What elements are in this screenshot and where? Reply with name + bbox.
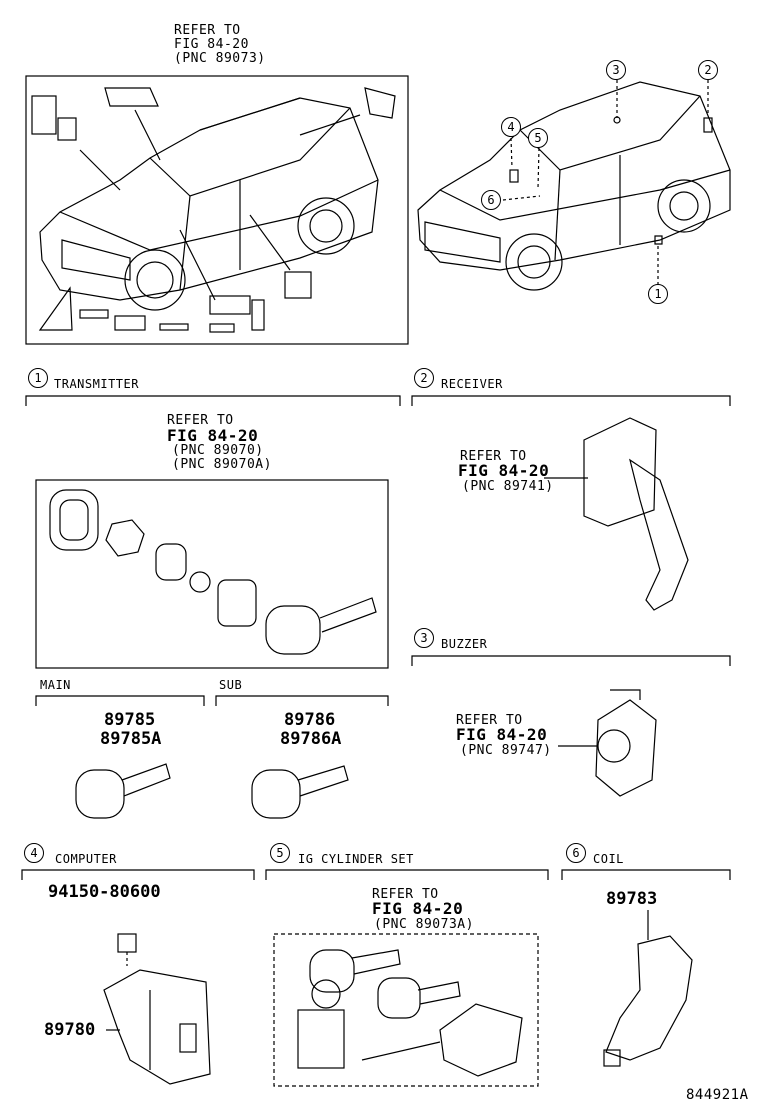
- ig-cylinder-number: 5: [270, 843, 290, 863]
- callout-2: 2: [698, 60, 718, 80]
- coil-bracket: [561, 869, 731, 880]
- buzzer-refer-3: (PNC 89747): [460, 743, 552, 758]
- receiver-number: 2: [414, 368, 434, 388]
- receiver-refer-1: REFER TO: [460, 449, 527, 464]
- buzzer-label: BUZZER: [441, 637, 488, 651]
- sub-key-drawing: [251, 765, 349, 819]
- computer-drawing: [103, 933, 211, 1085]
- transmitter-label: TRANSMITTER: [54, 377, 139, 391]
- callout-4: 4: [501, 117, 521, 137]
- callout-1: 1: [648, 284, 668, 304]
- receiver-refer-2: FIG 84-20: [458, 461, 550, 480]
- sub-label: SUB: [219, 678, 243, 692]
- receiver-refer-3: (PNC 89741): [462, 479, 554, 494]
- vehicle-drawing-left: [31, 87, 396, 333]
- buzzer-refer-1: REFER TO: [456, 713, 523, 728]
- transmitter-parts: [49, 489, 377, 655]
- buzzer-drawing: [558, 689, 657, 797]
- callout-3: 3: [606, 60, 626, 80]
- main-key-drawing: [75, 763, 171, 819]
- buzzer-bracket: [411, 655, 731, 666]
- transmitter-refer-3: (PNC 89070): [172, 443, 264, 458]
- main-label: MAIN: [40, 678, 71, 692]
- coil-drawing: [603, 910, 693, 1067]
- transmitter-frame: [35, 479, 389, 669]
- transmitter-refer-1: REFER TO: [167, 413, 234, 428]
- diagram-id: 844921A: [686, 1087, 749, 1103]
- top-left-refer-line2: FIG 84-20: [174, 37, 249, 52]
- callout-5: 5: [528, 128, 548, 148]
- ig-cylinder-refer-1: REFER TO: [372, 887, 439, 902]
- coil-label: COIL: [593, 852, 624, 866]
- ig-cylinder-drawing: [297, 949, 523, 1077]
- computer-part-2: 89780: [44, 1020, 96, 1040]
- transmitter-bracket: [25, 395, 401, 406]
- sub-bracket: [215, 695, 389, 706]
- ig-cylinder-refer-3: (PNC 89073A): [374, 917, 474, 932]
- top-left-frame: [25, 75, 409, 345]
- receiver-label: RECEIVER: [441, 377, 503, 391]
- transmitter-refer-2: FIG 84-20: [167, 426, 259, 445]
- receiver-bracket: [411, 395, 731, 406]
- top-left-refer-line3: (PNC 89073): [174, 51, 266, 66]
- ig-cylinder-label: IG CYLINDER SET: [298, 852, 414, 866]
- computer-number: 4: [24, 843, 44, 863]
- computer-label: COMPUTER: [55, 852, 117, 866]
- sub-part-1: 89786: [284, 710, 336, 730]
- computer-part-1: 94150-80600: [48, 882, 161, 902]
- ig-cylinder-frame: [273, 933, 539, 1087]
- ig-cylinder-refer-2: FIG 84-20: [372, 899, 464, 918]
- sub-part-2: 89786A: [280, 729, 342, 749]
- buzzer-number: 3: [414, 628, 434, 648]
- computer-bracket: [21, 869, 255, 880]
- buzzer-refer-2: FIG 84-20: [456, 725, 548, 744]
- callout-6: 6: [481, 190, 501, 210]
- transmitter-refer-4: (PNC 89070A): [172, 457, 272, 472]
- coil-part-1: 89783: [606, 889, 658, 909]
- vehicle-drawing-right: [417, 80, 731, 291]
- main-part-1: 89785: [104, 710, 156, 730]
- ig-cylinder-bracket: [265, 869, 549, 880]
- coil-number: 6: [566, 843, 586, 863]
- main-part-2: 89785A: [100, 729, 162, 749]
- transmitter-number: 1: [28, 368, 48, 388]
- top-left-refer-line1: REFER TO: [174, 23, 241, 38]
- receiver-drawing: [544, 417, 689, 611]
- main-bracket: [35, 695, 205, 706]
